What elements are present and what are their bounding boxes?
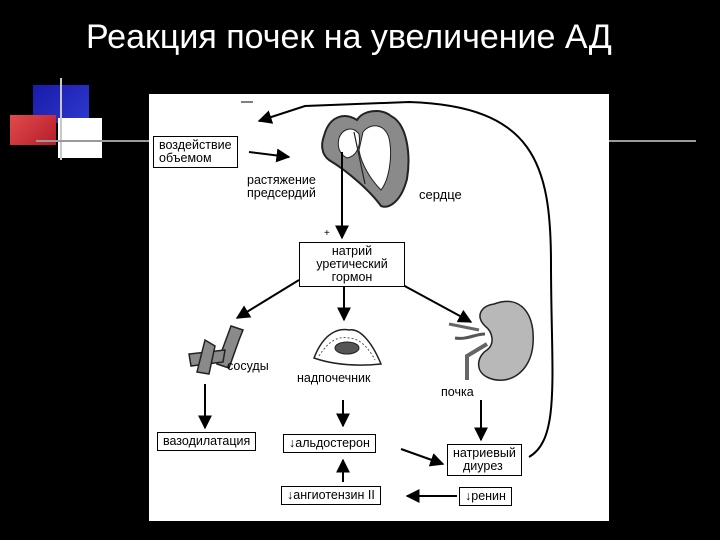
arrow-aldosterone-to-natriuresis bbox=[400, 448, 445, 467]
label-heart: сердце bbox=[419, 187, 462, 202]
label-kidney: почка bbox=[441, 385, 474, 399]
label-natriuresis-line2-text: диурез bbox=[463, 459, 503, 473]
label-volume-effect-line2: объемом bbox=[159, 151, 212, 165]
label-atrial-stretch-line2: предсердий bbox=[247, 186, 316, 200]
label-hormone: натрий уретический гормон bbox=[299, 242, 405, 287]
label-atrial-stretch: растяжение предсердий bbox=[247, 174, 316, 200]
decor-white-square bbox=[58, 118, 102, 158]
diagram-panel: воздействие объемом растяжение предсерди… bbox=[149, 94, 609, 521]
arrow-hormone-to-vessels bbox=[235, 279, 300, 319]
arrow-hormone-to-kidney bbox=[400, 283, 473, 323]
vessels-icon bbox=[188, 325, 244, 375]
down-arrow-icon: ↓ bbox=[289, 436, 296, 450]
label-aldosterone-text: альдостерон bbox=[295, 436, 370, 450]
label-vessels: сосуды bbox=[227, 359, 269, 373]
label-hormone-line3: гормон bbox=[331, 270, 373, 284]
slide-title: Реакция почек на увеличение АД bbox=[86, 18, 612, 56]
feedback-loop-arrow bbox=[257, 100, 554, 458]
label-aldosterone: ↓альдостерон bbox=[283, 434, 376, 453]
label-natriuresis-line1: натриевый bbox=[453, 446, 516, 460]
label-atrial-stretch-line1: растяжение bbox=[247, 173, 316, 187]
down-arrow-icon: ↓ bbox=[465, 489, 472, 503]
label-renin: ↓ренин bbox=[459, 487, 512, 506]
label-hormone-line2: уретический bbox=[316, 257, 388, 271]
down-arrow-icon: ↓ bbox=[287, 488, 294, 502]
label-vasodilation: вазодилатация bbox=[157, 432, 257, 451]
decor-vertical-line bbox=[60, 78, 62, 160]
label-natriuresis: натриевый ↓диурез bbox=[447, 444, 522, 476]
label-angiotensin-text: ангиотензин II bbox=[293, 488, 375, 502]
label-renin-text: ренин bbox=[471, 489, 506, 503]
diagram-graphics bbox=[188, 100, 554, 503]
label-hormone-line1: натрий bbox=[331, 244, 373, 258]
label-angiotensin: ↓ангиотензин II bbox=[281, 486, 381, 505]
arrow-volume-to-stretch bbox=[248, 148, 291, 163]
kidney-icon bbox=[448, 300, 534, 381]
adrenal-icon bbox=[313, 328, 383, 366]
label-natriuresis-line2: ↓диурез bbox=[453, 460, 516, 473]
heart-icon bbox=[321, 110, 410, 208]
label-volume-effect-line1: воздействие bbox=[159, 138, 232, 152]
label-adrenal: надпочечник bbox=[297, 371, 371, 385]
label-volume-effect: воздействие объемом bbox=[153, 136, 238, 168]
plus-sign: + bbox=[324, 228, 330, 239]
